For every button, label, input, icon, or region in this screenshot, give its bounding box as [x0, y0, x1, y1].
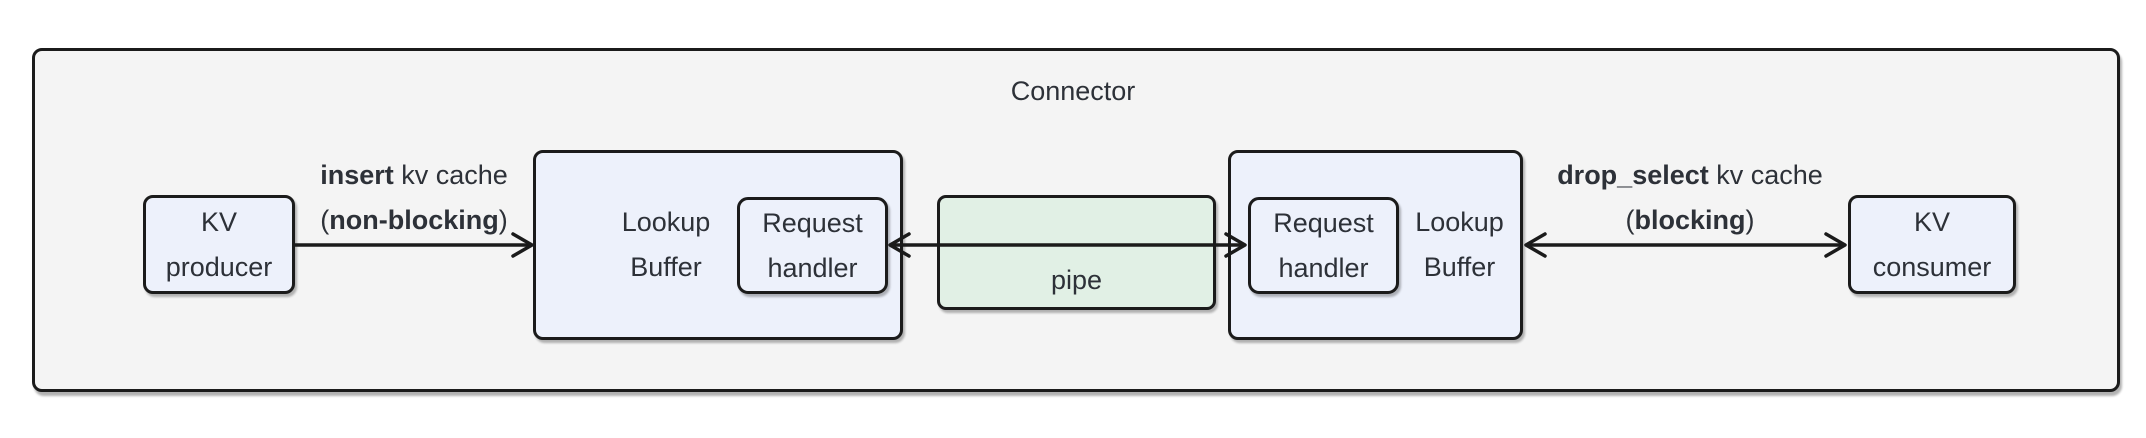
kv-producer-node: KV producer	[143, 195, 295, 294]
drop-select-paren-close: )	[1745, 205, 1755, 235]
lookup-buffer-left-node: Lookup Buffer Request handler	[533, 150, 903, 340]
kv-producer-label-line1: KV	[200, 206, 238, 237]
pipe-node: pipe	[937, 195, 1216, 310]
kv-consumer-node: KV consumer	[1848, 195, 2016, 294]
insert-edge-label-line2: (non-blocking)	[254, 198, 574, 243]
pipe-label: pipe	[1050, 265, 1103, 295]
lookup-buffer-right-line1: Lookup	[1415, 207, 1504, 237]
insert-mode: non-blocking	[329, 205, 499, 235]
drop-select-edge-label-line1: drop_select kv cache	[1520, 153, 1860, 198]
insert-edge-label: insert kv cache (non-blocking)	[254, 153, 574, 243]
insert-paren-close: )	[498, 205, 508, 235]
drop-select-rest: kv cache	[1708, 160, 1823, 190]
kv-producer-label-line2: producer	[165, 251, 273, 282]
drop-select-paren-open: (	[1625, 205, 1635, 235]
drop-select-mode: blocking	[1634, 205, 1746, 235]
request-handler-right-node: Request handler	[1248, 197, 1399, 294]
request-handler-right-line1: Request	[1273, 207, 1374, 238]
drop-select-edge-label: drop_select kv cache (blocking)	[1520, 153, 1860, 243]
kv-consumer-label-line1: KV	[1913, 206, 1951, 237]
lookup-buffer-right-label: Lookup Buffer	[1399, 153, 1520, 337]
request-handler-right-line2: handler	[1278, 252, 1369, 283]
lookup-buffer-left-line2: Buffer	[630, 252, 702, 282]
insert-verb: insert	[320, 160, 394, 190]
insert-paren-open: (	[320, 205, 330, 235]
insert-edge-label-line1: insert kv cache	[254, 153, 574, 198]
lookup-buffer-right-node: Request handler Lookup Buffer	[1228, 150, 1523, 340]
kv-consumer-label-line2: consumer	[1872, 251, 1992, 282]
connector-title: Connector	[1010, 76, 1136, 106]
request-handler-left-node: Request handler	[737, 197, 888, 294]
drop-select-verb: drop_select	[1557, 160, 1709, 190]
drop-select-edge-label-line2: (blocking)	[1520, 198, 1860, 243]
lookup-buffer-left-label: Lookup Buffer	[591, 153, 741, 337]
lookup-buffer-left-line1: Lookup	[621, 207, 711, 237]
request-handler-left-line1: Request	[762, 207, 863, 238]
lookup-buffer-right-line2: Buffer	[1423, 252, 1496, 282]
request-handler-left-line2: handler	[767, 252, 858, 283]
insert-rest: kv cache	[393, 160, 508, 190]
